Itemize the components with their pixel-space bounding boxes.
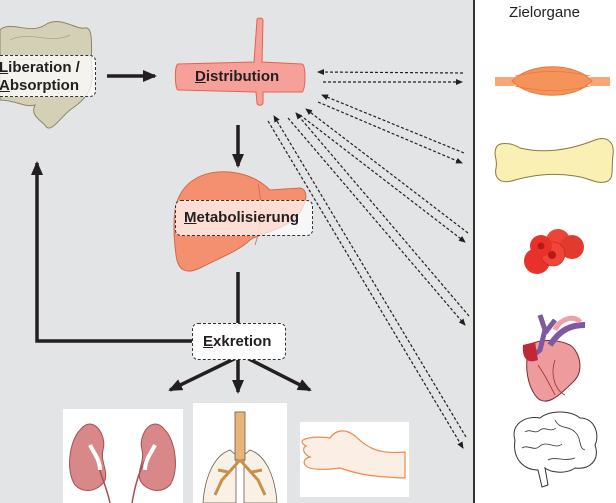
dashed-arrows (267, 69, 470, 449)
target-organs-title: Zielorgane (509, 4, 580, 21)
red-blood-cells-icon (524, 229, 584, 274)
metabolism-initial: M (184, 209, 197, 226)
distribution-initial: D (195, 68, 206, 85)
flow-arrows (31, 70, 312, 394)
excretion-label: Exkretion (192, 323, 286, 360)
absorption-initial: A (0, 77, 10, 94)
arrow-distribution-to-brain (267, 120, 464, 449)
distribution-text: istribution (205, 68, 280, 85)
arrow-distribution-to-blood (299, 114, 466, 243)
liberation-absorption-label: Liberation / Absorption (0, 55, 96, 97)
bone-icon (494, 138, 614, 183)
arrow-distribution-to-bone (317, 101, 463, 164)
brain-icon (513, 411, 598, 488)
liberation-text: iberation / (8, 59, 80, 76)
arrow-muscle-to-distribution (317, 69, 464, 76)
arrow-distribution-to-heart (287, 117, 466, 326)
arrow-to-skin (244, 355, 312, 392)
arrow-heart-to-distribution (295, 112, 470, 317)
arrow-blood-to-distribution (305, 108, 469, 234)
distribution-label: Distribution (195, 68, 279, 86)
hand-icon (300, 422, 409, 497)
lungs-icon (193, 403, 287, 503)
excretion-initial: E (203, 333, 214, 350)
kidneys-icon (63, 409, 183, 503)
absorption-text: bsorption (9, 77, 79, 94)
heart-icon (522, 314, 586, 402)
liberation-initial: L (0, 59, 9, 76)
arrow-excretion-to-absorption (31, 161, 192, 343)
arrow-bone-to-distribution (321, 94, 465, 154)
blood-vessel-icon (174, 17, 306, 106)
arrow-to-kidneys (168, 355, 239, 392)
metabolism-text: etabolisierung (196, 209, 300, 226)
arrow-brain-to-distribution (273, 115, 467, 438)
muscle-icon (495, 66, 610, 96)
excretion-text: xkretion (213, 333, 272, 350)
metabolism-label: Metabolisierung (175, 200, 313, 236)
